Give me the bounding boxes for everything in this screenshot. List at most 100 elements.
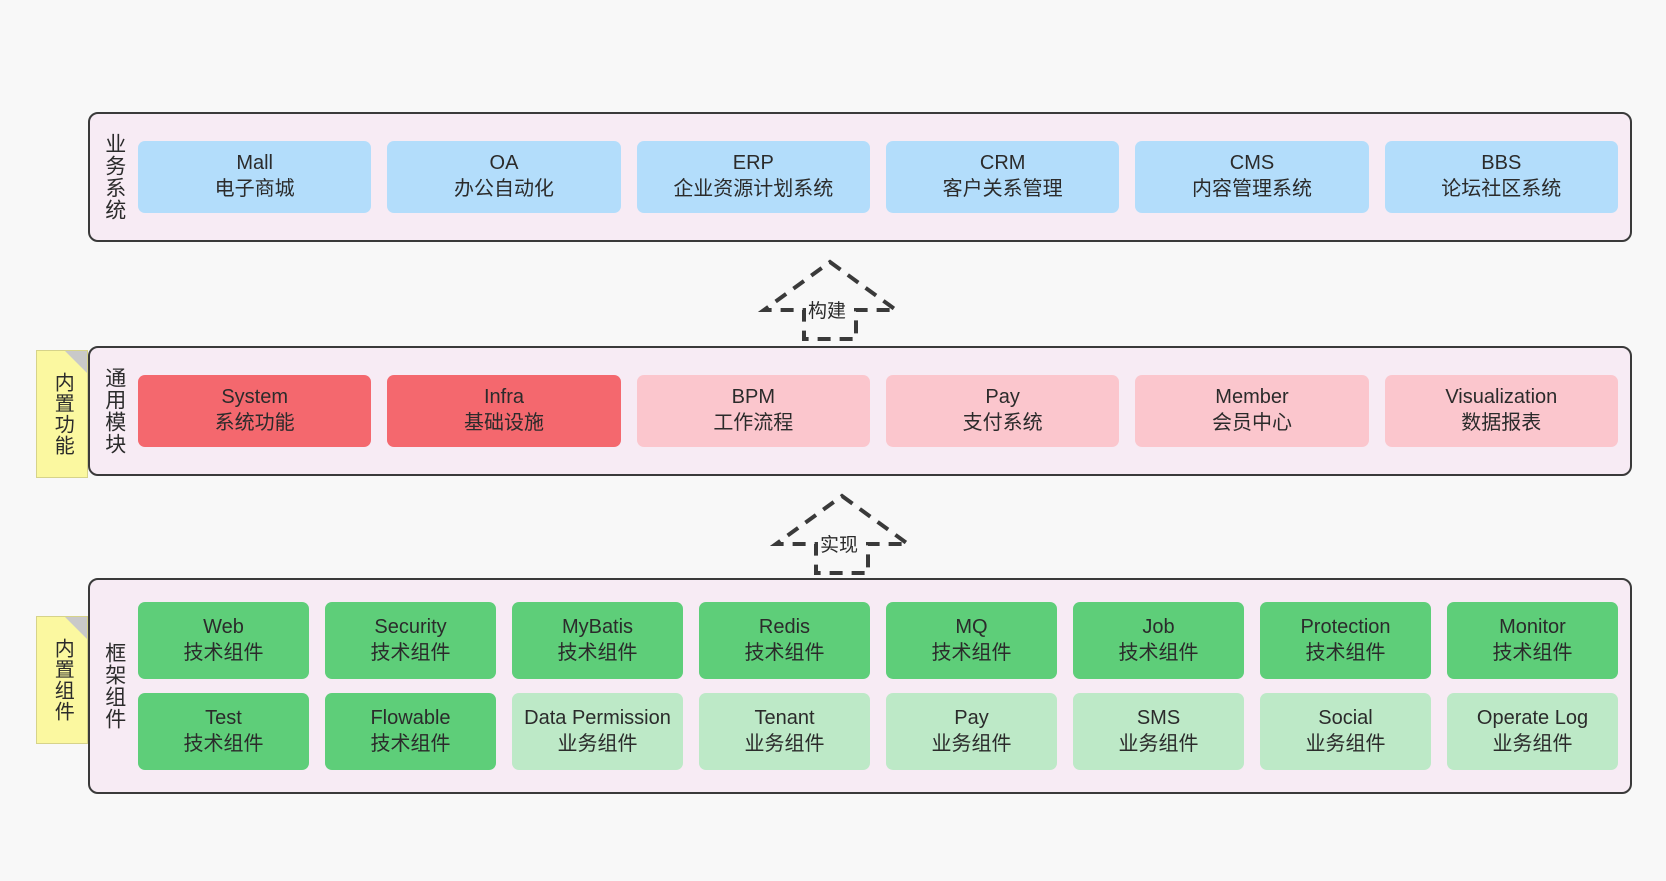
card-subtitle: 业务组件 xyxy=(1118,732,1199,755)
component-card-sms[interactable]: SMS 业务组件 xyxy=(1073,693,1244,770)
card-subtitle: 技术组件 xyxy=(1305,641,1386,664)
component-row: Mall 电子商城 OA 办公自动化 ERP 企业资源计划系统 CRM 客户关系… xyxy=(138,141,1618,213)
card-subtitle: 基础设施 xyxy=(463,412,544,434)
card-title: CRM xyxy=(979,152,1026,175)
note-builtin-components: 内置组件 xyxy=(36,616,88,744)
card-subtitle: 业务组件 xyxy=(557,732,638,755)
component-card-erp[interactable]: ERP 企业资源计划系统 xyxy=(636,141,870,213)
card-title: MQ xyxy=(955,615,988,638)
component-card-flowable[interactable]: Flowable 技术组件 xyxy=(325,693,496,770)
card-title: Redis xyxy=(758,615,811,638)
component-card-mybatis[interactable]: MyBatis 技术组件 xyxy=(512,602,683,679)
component-card-security[interactable]: Security 技术组件 xyxy=(325,602,496,679)
component-card-visualization[interactable]: Visualization 数据报表 xyxy=(1384,375,1618,447)
layer-business-systems: 业务系统 Mall 电子商城 OA 办公自动化 ERP 企业资源计划系统 CRM… xyxy=(88,112,1632,242)
card-subtitle: 业务组件 xyxy=(931,732,1012,755)
component-row: Test 技术组件 Flowable 技术组件 Data Permission … xyxy=(138,693,1618,770)
component-card-mall[interactable]: Mall 电子商城 xyxy=(138,141,372,213)
card-subtitle: 数据报表 xyxy=(1461,412,1542,434)
component-card-social[interactable]: Social 业务组件 xyxy=(1260,693,1431,770)
card-title: Operate Log xyxy=(1476,706,1589,729)
layer-title-business-systems: 业务系统 xyxy=(102,133,126,221)
card-title: MyBatis xyxy=(561,615,634,638)
component-card-pay[interactable]: Pay 支付系统 xyxy=(885,375,1120,447)
connector-build-label: 构建 xyxy=(808,301,847,322)
note-label: 内置组件 xyxy=(51,638,74,722)
component-card-bbs[interactable]: BBS 论坛社区系统 xyxy=(1384,141,1618,213)
component-card-web[interactable]: Web 技术组件 xyxy=(138,602,309,679)
card-title: Job xyxy=(1142,615,1175,638)
connector-implement: 实现 xyxy=(769,492,915,577)
card-subtitle: 系统功能 xyxy=(214,412,295,434)
card-title: Data Permission xyxy=(524,706,671,729)
component-card-infra[interactable]: Infra 基础设施 xyxy=(387,375,621,447)
component-card-redis[interactable]: Redis 技术组件 xyxy=(699,602,870,679)
card-subtitle: 客户关系管理 xyxy=(942,178,1063,200)
card-title: Mall xyxy=(236,152,273,175)
connector-implement-label: 实现 xyxy=(820,535,859,556)
card-title: BBS xyxy=(1481,152,1522,175)
component-card-data-permission[interactable]: Data Permission 业务组件 xyxy=(512,693,683,770)
card-subtitle: 业务组件 xyxy=(1492,732,1573,755)
card-title: Test xyxy=(205,706,242,729)
component-card-tenant[interactable]: Tenant 业务组件 xyxy=(699,693,870,770)
card-title: Social xyxy=(1318,706,1373,729)
card-subtitle: 技术组件 xyxy=(1118,641,1199,664)
component-card-bpm[interactable]: BPM 工作流程 xyxy=(636,375,870,447)
component-card-monitor[interactable]: Monitor 技术组件 xyxy=(1447,602,1618,679)
layer-body-business-systems: Mall 电子商城 OA 办公自动化 ERP 企业资源计划系统 CRM 客户关系… xyxy=(138,114,1630,240)
card-subtitle: 电子商城 xyxy=(214,178,295,200)
card-title: OA xyxy=(489,152,519,175)
layer-body-common-modules: System 系统功能 Infra 基础设施 BPM 工作流程 Pay 支付系统… xyxy=(138,348,1630,474)
card-title: Protection xyxy=(1300,615,1391,638)
layer-common-modules: 通用模块 System 系统功能 Infra 基础设施 BPM 工作流程 Pay… xyxy=(88,346,1632,476)
card-title: Pay xyxy=(985,386,1020,409)
component-card-member[interactable]: Member 会员中心 xyxy=(1135,375,1369,447)
card-subtitle: 会员中心 xyxy=(1211,412,1292,434)
card-title: Member xyxy=(1215,386,1289,409)
component-card-oa[interactable]: OA 办公自动化 xyxy=(387,141,621,213)
card-subtitle: 支付系统 xyxy=(962,412,1043,434)
card-title: Pay xyxy=(954,706,989,729)
card-title: CMS xyxy=(1229,152,1275,175)
card-subtitle: 技术组件 xyxy=(557,641,638,664)
component-card-system[interactable]: System 系统功能 xyxy=(138,375,372,447)
card-subtitle: 业务组件 xyxy=(1305,732,1386,755)
component-card-test[interactable]: Test 技术组件 xyxy=(138,693,309,770)
card-subtitle: 技术组件 xyxy=(370,641,451,664)
note-label: 内置功能 xyxy=(51,372,74,456)
component-card-cms[interactable]: CMS 内容管理系统 xyxy=(1135,141,1369,213)
component-card-protection[interactable]: Protection 技术组件 xyxy=(1260,602,1431,679)
card-title: SMS xyxy=(1136,706,1181,729)
card-subtitle: 技术组件 xyxy=(931,641,1012,664)
component-row: System 系统功能 Infra 基础设施 BPM 工作流程 Pay 支付系统… xyxy=(138,375,1618,447)
component-card-pay-business[interactable]: Pay 业务组件 xyxy=(886,693,1057,770)
build-arrow-shape xyxy=(757,259,903,341)
component-card-mq[interactable]: MQ 技术组件 xyxy=(886,602,1057,679)
card-subtitle: 技术组件 xyxy=(1492,641,1573,664)
component-card-operate-log[interactable]: Operate Log 业务组件 xyxy=(1447,693,1618,770)
layer-framework-components: 框架组件 Web 技术组件 Security 技术组件 MyBatis 技术组件… xyxy=(88,578,1632,794)
card-title: Tenant xyxy=(754,706,815,729)
card-subtitle: 论坛社区系统 xyxy=(1441,178,1562,200)
layer-title-common-modules: 通用模块 xyxy=(102,367,126,455)
card-subtitle: 技术组件 xyxy=(183,732,264,755)
card-subtitle: 企业资源计划系统 xyxy=(673,178,834,200)
component-card-crm[interactable]: CRM 客户关系管理 xyxy=(885,141,1120,213)
card-title: System xyxy=(221,386,288,409)
component-row: Web 技术组件 Security 技术组件 MyBatis 技术组件 Redi… xyxy=(138,602,1618,679)
card-subtitle: 办公自动化 xyxy=(453,178,554,200)
card-title: Infra xyxy=(483,386,524,409)
card-title: Visualization xyxy=(1445,386,1558,409)
card-title: Monitor xyxy=(1499,615,1566,638)
layer-title-framework-components: 框架组件 xyxy=(102,642,126,730)
card-subtitle: 工作流程 xyxy=(713,412,794,434)
layer-body-framework-components: Web 技术组件 Security 技术组件 MyBatis 技术组件 Redi… xyxy=(138,580,1630,792)
card-subtitle: 技术组件 xyxy=(744,641,825,664)
connector-build: 构建 xyxy=(757,258,903,343)
card-title: Security xyxy=(374,615,447,638)
card-title: ERP xyxy=(732,152,774,175)
card-subtitle: 业务组件 xyxy=(744,732,825,755)
component-card-job[interactable]: Job 技术组件 xyxy=(1073,602,1244,679)
